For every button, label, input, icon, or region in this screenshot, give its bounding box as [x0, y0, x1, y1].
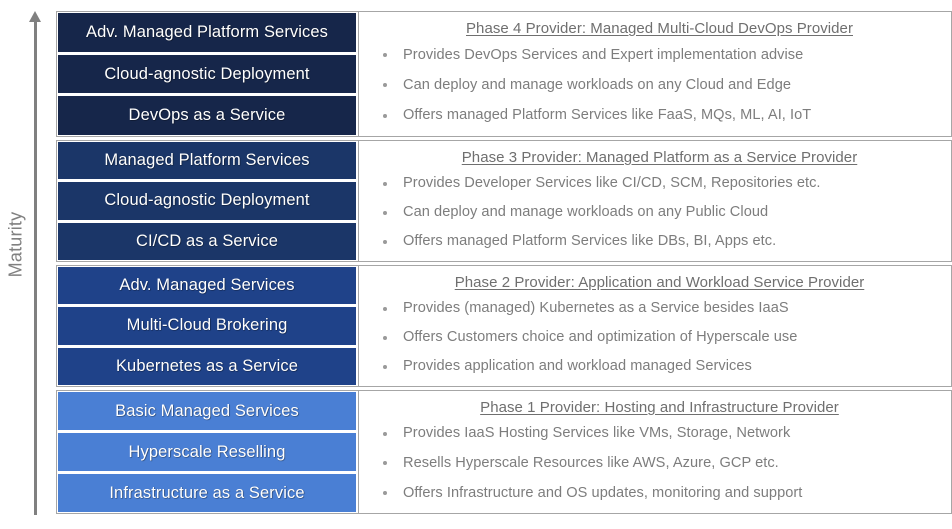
phase-title: Phase 2 Provider: Application and Worklo…: [454, 274, 865, 291]
list-item: Provides IaaS Hosting Services like VMs,…: [377, 425, 942, 442]
phase-bullet-list: Provides (managed) Kubernetes as a Servi…: [377, 294, 942, 381]
bullet-dot-icon: [383, 113, 387, 118]
bullet-dot-icon: [383, 306, 387, 311]
bullet-text: Offers managed Platform Services like DB…: [403, 233, 777, 250]
bullet-dot-icon: [383, 461, 387, 466]
list-item: Provides application and workload manage…: [377, 358, 942, 375]
bullet-dot-icon: [383, 83, 387, 88]
capability-bar[interactable]: Managed Platform Services: [58, 142, 356, 180]
capability-bars-3: Managed Platform Services Cloud-agnostic…: [56, 140, 358, 262]
phase-title: Phase 3 Provider: Managed Platform as a …: [461, 149, 858, 166]
phase-description-3: Phase 3 Provider: Managed Platform as a …: [358, 140, 952, 262]
capability-bar[interactable]: Multi-Cloud Brokering: [58, 307, 356, 345]
axis-line: [34, 20, 37, 515]
bullet-dot-icon: [383, 431, 387, 436]
capability-bar[interactable]: Cloud-agnostic Deployment: [58, 182, 356, 220]
bullet-text: Provides DevOps Services and Expert impl…: [403, 46, 804, 63]
capability-bar[interactable]: Cloud-agnostic Deployment: [58, 54, 356, 94]
phase-description-2: Phase 2 Provider: Application and Worklo…: [358, 265, 952, 387]
list-item: Can deploy and manage workloads on any P…: [377, 204, 942, 221]
bullet-dot-icon: [383, 335, 387, 340]
list-item: Can deploy and manage workloads on any C…: [377, 77, 942, 94]
capability-bar[interactable]: Adv. Managed Platform Services: [58, 13, 356, 52]
bullet-text: Offers Infrastructure and OS updates, mo…: [403, 484, 803, 501]
bullet-dot-icon: [383, 53, 387, 58]
phase-bullet-list: Provides IaaS Hosting Services like VMs,…: [377, 419, 942, 508]
phase-group-4: Adv. Managed Platform Services Cloud-agn…: [56, 11, 952, 137]
bullet-text: Provides (managed) Kubernetes as a Servi…: [403, 300, 789, 317]
maturity-axis: Maturity: [0, 0, 56, 529]
phase-bullet-list: Provides Developer Services like CI/CD, …: [377, 169, 942, 256]
bullet-text: Offers managed Platform Services like Fa…: [403, 107, 812, 124]
bullet-text: Offers Customers choice and optimization…: [403, 329, 798, 346]
phase-group-2: Adv. Managed Services Multi-Cloud Broker…: [56, 265, 952, 387]
bullet-dot-icon: [383, 181, 387, 186]
list-item: Provides DevOps Services and Expert impl…: [377, 47, 942, 64]
capability-bars-2: Adv. Managed Services Multi-Cloud Broker…: [56, 265, 358, 387]
list-item: Offers managed Platform Services like DB…: [377, 233, 942, 250]
list-item: Provides Developer Services like CI/CD, …: [377, 175, 942, 192]
bullet-text: Provides application and workload manage…: [403, 358, 752, 375]
capability-bar[interactable]: CI/CD as a Service: [58, 222, 356, 260]
phase-title: Phase 1 Provider: Hosting and Infrastruc…: [480, 399, 839, 416]
bullet-text: Provides Developer Services like CI/CD, …: [403, 175, 821, 192]
axis-label: Maturity: [5, 211, 26, 278]
bullet-dot-icon: [383, 364, 387, 369]
list-item: Offers Infrastructure and OS updates, mo…: [377, 485, 942, 502]
phase-title: Phase 4 Provider: Managed Multi-Cloud De…: [466, 20, 853, 37]
bullet-text: Can deploy and manage workloads on any P…: [403, 204, 769, 221]
phase-description-1: Phase 1 Provider: Hosting and Infrastruc…: [358, 390, 952, 514]
bullet-dot-icon: [383, 239, 387, 244]
bullet-dot-icon: [383, 210, 387, 215]
bullet-text: Provides IaaS Hosting Services like VMs,…: [403, 425, 791, 442]
bullet-text: Resells Hyperscale Resources like AWS, A…: [403, 455, 779, 472]
capability-bar[interactable]: Kubernetes as a Service: [58, 347, 356, 385]
capability-bars-4: Adv. Managed Platform Services Cloud-agn…: [56, 11, 358, 137]
capability-bar[interactable]: Adv. Managed Services: [58, 267, 356, 305]
capability-bar[interactable]: Infrastructure as a Service: [58, 474, 356, 512]
axis-arrow-icon: [29, 11, 41, 22]
phase-group-1: Basic Managed Services Hyperscale Resell…: [56, 390, 952, 514]
list-item: Offers Customers choice and optimization…: [377, 329, 942, 346]
phase-description-4: Phase 4 Provider: Managed Multi-Cloud De…: [358, 11, 952, 137]
phase-bullet-list: Provides DevOps Services and Expert impl…: [377, 40, 942, 131]
capability-bar[interactable]: DevOps as a Service: [58, 96, 356, 136]
list-item: Provides (managed) Kubernetes as a Servi…: [377, 300, 942, 317]
list-item: Offers managed Platform Services like Fa…: [377, 107, 942, 124]
capability-bar[interactable]: Hyperscale Reselling: [58, 433, 356, 471]
bullet-dot-icon: [383, 491, 387, 496]
phase-group-3: Managed Platform Services Cloud-agnostic…: [56, 140, 952, 262]
list-item: Resells Hyperscale Resources like AWS, A…: [377, 455, 942, 472]
capability-bars-1: Basic Managed Services Hyperscale Resell…: [56, 390, 358, 514]
phase-groups: Adv. Managed Platform Services Cloud-agn…: [56, 0, 952, 529]
bullet-text: Can deploy and manage workloads on any C…: [403, 77, 792, 94]
capability-bar[interactable]: Basic Managed Services: [58, 392, 356, 430]
